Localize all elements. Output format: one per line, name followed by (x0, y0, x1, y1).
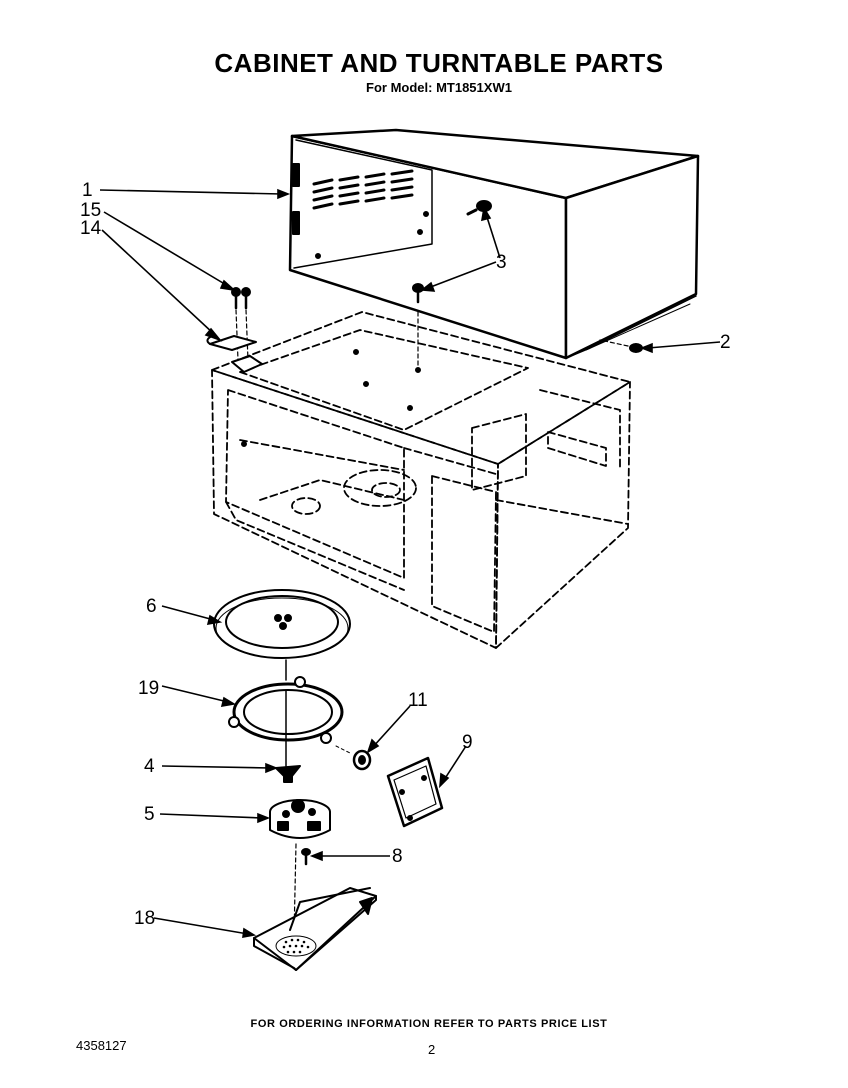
bottom-tray-part-18 (253, 887, 377, 971)
screws-part-15 (231, 287, 251, 361)
glass-tray-part-6 (213, 589, 351, 659)
cover-plate-part-9 (386, 756, 444, 828)
callout-18: 18 (134, 908, 155, 929)
callout-14: 14 (80, 218, 102, 239)
ordering-note: FOR ORDERING INFORMATION REFER TO PARTS … (250, 1018, 608, 1030)
screw-part-3-lower (412, 283, 424, 369)
turntable-motor-part-5 (269, 799, 331, 839)
screw-part-2 (599, 339, 643, 353)
spacer-part-11 (335, 745, 372, 771)
document-number: 4358127 (76, 1038, 127, 1053)
callout-2: 2 (720, 332, 731, 353)
callout-19: 19 (138, 678, 159, 699)
callout-11: 11 (408, 690, 428, 711)
roller-ring-part-19 (228, 676, 344, 744)
callout-8: 8 (392, 846, 403, 867)
callout-5: 5 (144, 804, 155, 825)
cabinet-wrapper (288, 128, 700, 360)
callout-6: 6 (146, 596, 157, 617)
callout-15: 15 (80, 200, 101, 221)
page-title: CABINET AND TURNTABLE PARTS (214, 48, 664, 78)
coupler-part-4 (275, 765, 301, 783)
callout-9: 9 (462, 732, 473, 753)
page-number: 2 (428, 1042, 436, 1057)
callout-3: 3 (496, 252, 507, 273)
screw-part-8 (301, 848, 311, 866)
callout-4: 4 (144, 756, 155, 777)
inner-chassis (211, 311, 631, 649)
bracket-part-14 (206, 335, 263, 373)
callout-1: 1 (82, 180, 93, 201)
callout-leaders (99, 188, 721, 938)
model-subtitle: For Model: MT1851XW1 (366, 80, 512, 95)
